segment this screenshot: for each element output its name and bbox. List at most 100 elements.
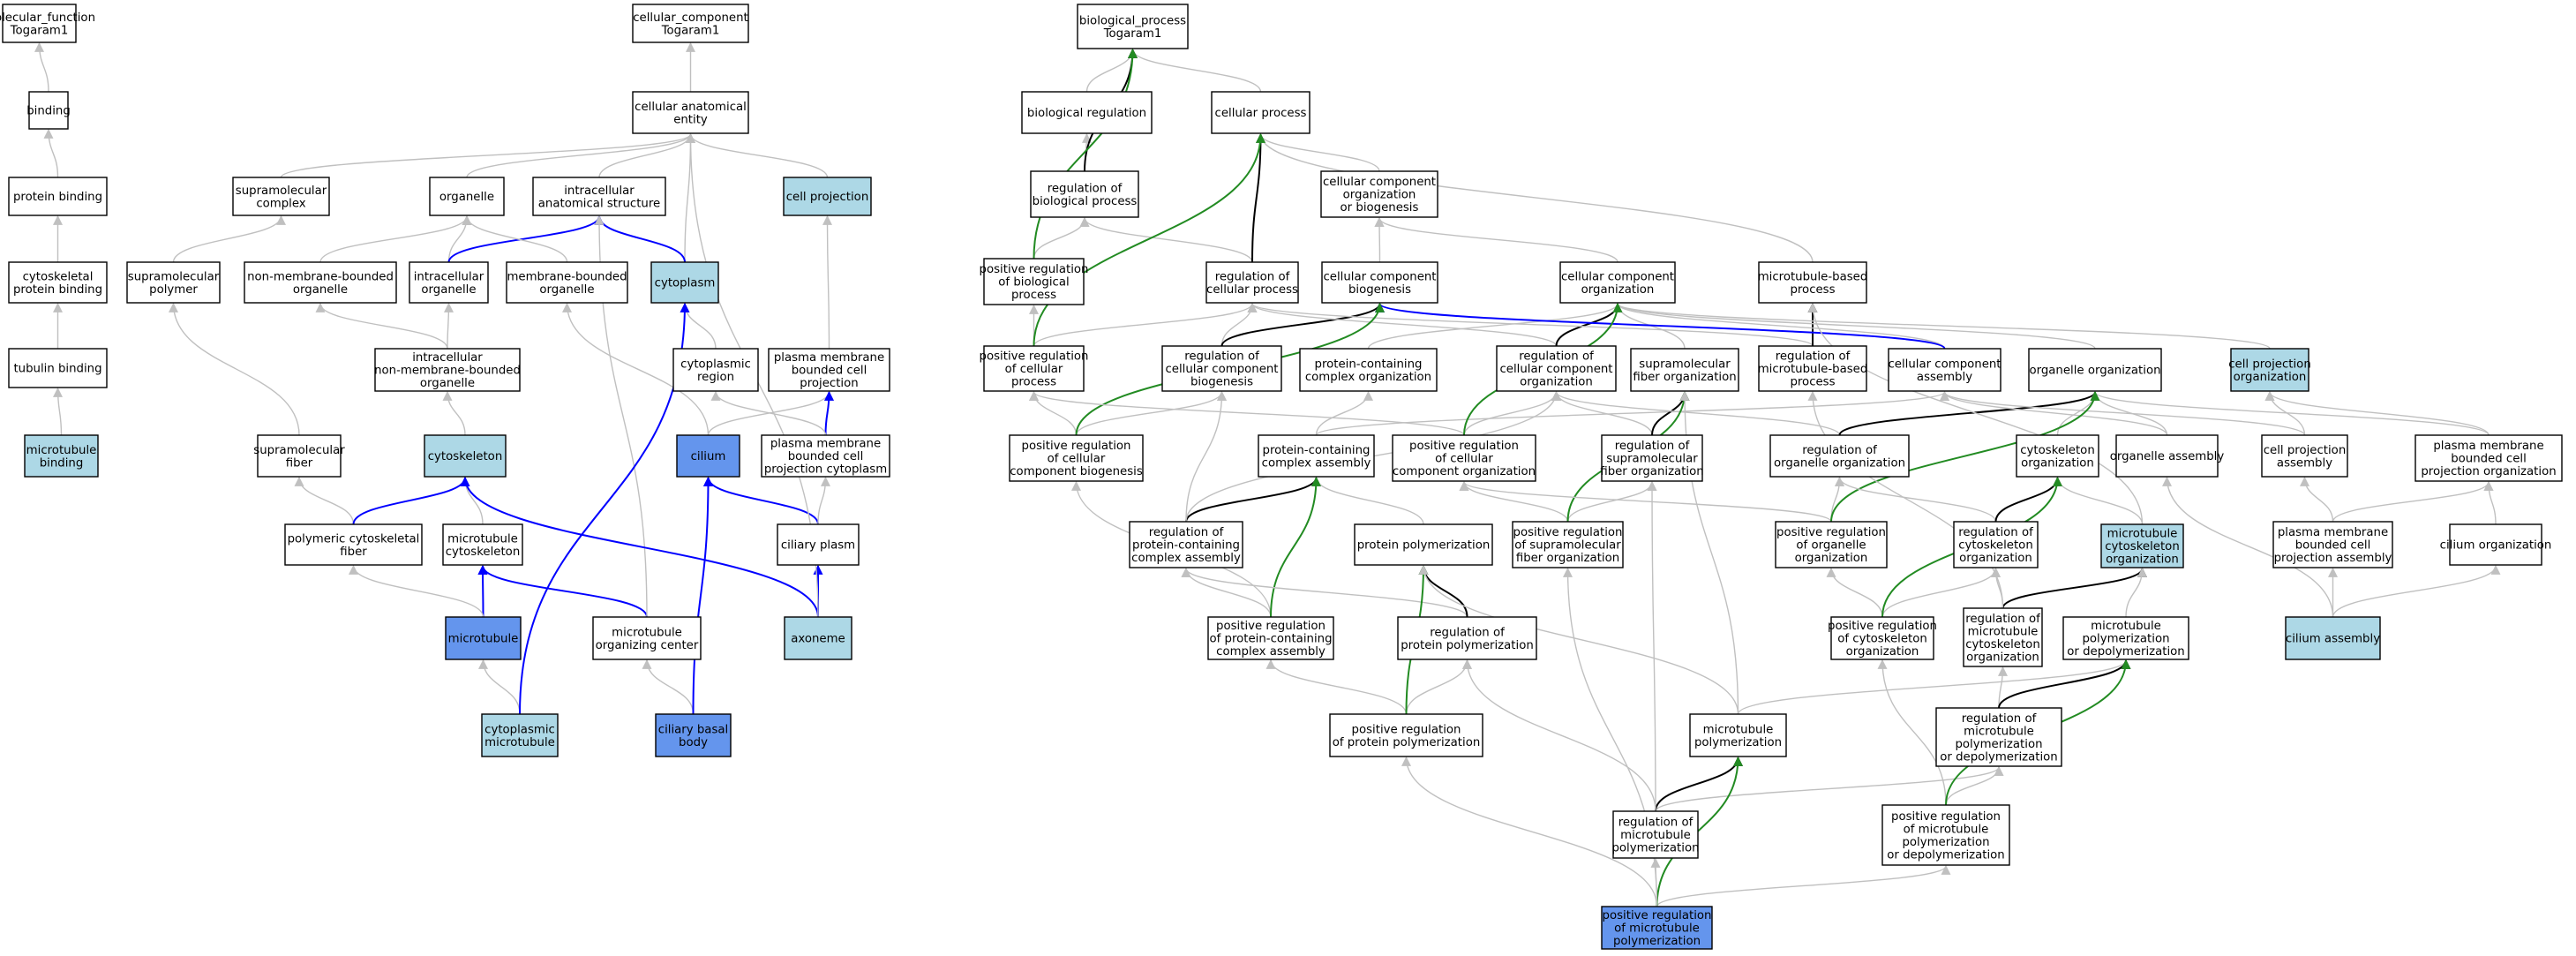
go-term-label-line: cell projection <box>2264 444 2347 457</box>
go-term-node-microtubule[interactable]: microtubule <box>445 616 522 660</box>
go-term-node-organelle[interactable]: organelle <box>429 177 505 216</box>
go-term-label-line: complex assembly <box>1262 456 1371 470</box>
go-term-node-cellular-process[interactable]: cellular process <box>1211 91 1311 134</box>
edge-is-a-regulation-of-cellular-process-to-regulation-of-biological-process <box>1079 216 1253 263</box>
edge-is-a-plasma-membrane-bounded-cell-projection-to-cell-projection <box>822 215 833 350</box>
go-term-label-line: complex assembly <box>1216 645 1326 659</box>
go-term-node-cilium-assembly[interactable]: cilium assembly <box>2285 616 2381 660</box>
go-term-node-cytoskeleton[interactable]: cytoskeleton <box>424 434 507 478</box>
go-term-node-regulation-of-microtubule-cytoskeleton-organization[interactable]: regulation ofmicrotubulecytoskeletonorga… <box>1963 607 2043 667</box>
go-term-label-line: microtubule <box>448 633 519 646</box>
go-term-node-binding[interactable]: binding <box>26 91 71 130</box>
go-term-node-regulation-of-microtubule-polymerization-or-depolymerization[interactable]: regulation ofmicrotubulepolymerizationor… <box>1935 707 2062 767</box>
go-term-label-line: organization <box>2234 371 2307 384</box>
edge-is-a-cytoskeleton-to-intracellular-nmbo <box>442 390 466 436</box>
go-term-node-intracellular-nmbo[interactable]: intracellularnon-membrane-boundedorganel… <box>374 348 521 392</box>
go-term-label-line: positive regulation <box>1776 526 1886 539</box>
go-term-node-cytoplasm[interactable]: cytoplasm <box>650 261 719 304</box>
go-term-label-line: positive regulation <box>1216 620 1326 633</box>
go-term-label-line: of protein polymerization <box>1333 736 1481 749</box>
go-term-node-protein-polymerization[interactable]: protein polymerization <box>1354 523 1493 566</box>
go-term-node-ciliary-plasm[interactable]: ciliary plasm <box>777 523 860 566</box>
go-term-node-organelle-assembly[interactable]: organelle assembly <box>2110 434 2225 478</box>
go-term-node-cell-projection[interactable]: cell projection <box>783 177 872 216</box>
go-term-node-axoneme[interactable]: axoneme <box>784 616 852 660</box>
edge-is-a-cilium-to-plasma-membrane-bounded-cell-projection <box>707 390 834 436</box>
go-term-label-line: supramolecular <box>1606 453 1698 466</box>
edge-regulates-regulation-of-microtubule-polymerization-to-microtubule-polymerization <box>1655 756 1743 812</box>
go-term-node-biological-regulation[interactable]: biological regulation <box>1021 91 1153 134</box>
go-term-node-cilium[interactable]: cilium <box>676 434 740 478</box>
edge-part-of-ciliary-basal-body-to-cilium <box>692 476 713 715</box>
edge-part-of-cytoplasm-to-intracellular-anatomical-structure <box>594 215 686 263</box>
go-term-node-cilium-organization[interactable]: cilium organization <box>2440 523 2552 566</box>
go-term-node-organelle-organization[interactable]: organelle organization <box>2028 348 2162 392</box>
go-term-label-line: organization <box>1966 651 2039 664</box>
edge-regulates-regulation-of-cellular-process-to-cellular-process <box>1251 132 1265 263</box>
go-term-node-tubulin-binding[interactable]: tubulin binding <box>8 348 108 388</box>
go-term-node-protein-binding[interactable]: protein binding <box>8 177 108 216</box>
go-term-label-line: organizing center <box>596 639 699 652</box>
go-term-label-line: microtubule <box>1964 725 2034 738</box>
